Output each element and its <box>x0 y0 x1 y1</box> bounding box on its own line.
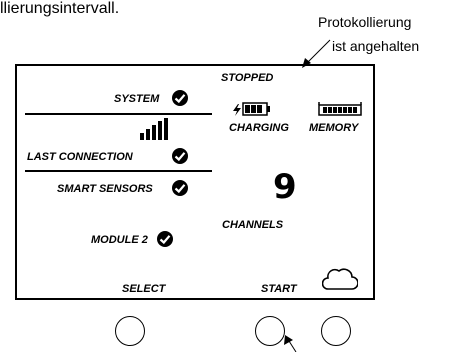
charging-bolt-icon <box>233 104 241 116</box>
channel-count: 9 <box>273 167 297 207</box>
device-lcd-display: SYSTEM LAST CONNECTION SMART SENSORS MOD… <box>15 64 375 300</box>
battery-icon <box>242 102 270 116</box>
annotation-title: Protokollierung <box>318 14 412 30</box>
signal-bars-icon <box>140 118 168 140</box>
channels-label: CHANNELS <box>222 219 284 231</box>
start-label: START <box>261 283 297 295</box>
system-label: SYSTEM <box>114 93 160 105</box>
smart-sensors-label: SMART SENSORS <box>57 183 153 195</box>
start-button[interactable] <box>255 316 285 346</box>
divider-middle <box>25 170 212 172</box>
last-connection-check-icon <box>172 148 188 164</box>
module-check-icon <box>157 231 173 247</box>
cloud-button[interactable] <box>321 316 351 346</box>
last-connection-label: LAST CONNECTION <box>27 151 133 163</box>
cloud-icon <box>322 268 358 290</box>
annotation-subtitle: ist angehalten <box>332 38 420 54</box>
select-button[interactable] <box>115 316 145 346</box>
status-stopped-label: STOPPED <box>221 72 274 84</box>
divider-top <box>25 113 212 115</box>
memory-icon <box>318 102 362 116</box>
memory-label: MEMORY <box>309 122 359 134</box>
module-label: MODULE 2 <box>91 234 148 246</box>
select-label: SELECT <box>122 283 166 295</box>
smart-sensors-check-icon <box>172 180 188 196</box>
cut-off-heading: llierungsintervall. <box>0 0 120 17</box>
charging-label: CHARGING <box>229 122 289 134</box>
system-check-icon <box>172 90 188 106</box>
